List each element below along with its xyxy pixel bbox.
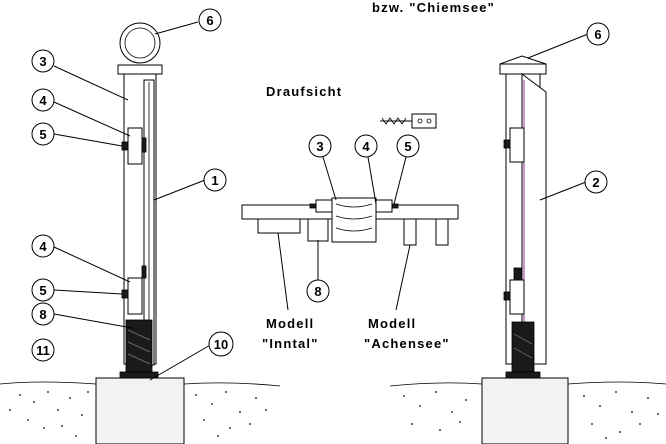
right-ground-line [389, 381, 666, 387]
callout-8-left: 8 [31, 302, 55, 326]
svg-text:8: 8 [39, 307, 46, 322]
pyramid-post-cap [499, 55, 547, 65]
top-view-mount-achensee [403, 218, 417, 246]
callout-4-mid: 4 [354, 134, 378, 158]
callout-11: 11 [31, 338, 55, 362]
svg-text:4: 4 [39, 239, 47, 254]
callout-6-left: 6 [198, 8, 222, 32]
callout-3-mid: 3 [308, 134, 332, 158]
label-modell-inntal-line2: "Inntal" [262, 336, 319, 351]
callout-5-mid: 5 [396, 134, 420, 158]
svg-text:6: 6 [206, 13, 213, 28]
callout-6-right: 6 [586, 22, 610, 46]
svg-text:2: 2 [592, 175, 599, 190]
left-foundation [95, 377, 185, 444]
svg-text:4: 4 [39, 93, 47, 108]
callout-2: 2 [584, 170, 608, 194]
callout-5-left-top: 5 [31, 122, 55, 146]
svg-text:5: 5 [39, 283, 46, 298]
left-post-assembly [95, 22, 185, 444]
right-post-assembly [481, 55, 569, 444]
left-ground-line [0, 381, 281, 387]
right-ground-dots [403, 391, 659, 439]
right-foundation [481, 377, 569, 444]
svg-text:11: 11 [36, 343, 50, 358]
svg-text:6: 6 [594, 27, 601, 42]
screw-icon [380, 113, 437, 129]
svg-text:1: 1 [211, 173, 218, 188]
left-lower-clamp [127, 277, 143, 315]
label-modell-achensee-line2: "Achensee" [364, 336, 450, 351]
svg-text:3: 3 [316, 139, 323, 154]
callout-5-left-bottom: 5 [31, 278, 55, 302]
right-glass-panel [521, 73, 547, 365]
callout-3-left: 3 [31, 49, 55, 73]
left-upper-clamp [127, 127, 143, 165]
svg-text:8: 8 [314, 284, 321, 299]
label-modell-achensee-line1: Modell [368, 316, 416, 331]
right-cap-plate [499, 63, 547, 75]
callout-4-left-bottom: 4 [31, 234, 55, 258]
svg-text:4: 4 [362, 139, 370, 154]
label-draufsicht: Draufsicht [266, 84, 342, 99]
callout-1: 1 [203, 168, 227, 192]
top-view-assembly [241, 113, 459, 246]
leader-lines [53, 21, 589, 381]
round-post-cap [119, 22, 161, 64]
label-chiemsee: bzw. "Chiemsee" [372, 0, 495, 15]
left-ground-dots [9, 391, 267, 437]
top-view-mount-inntal [257, 218, 301, 234]
callout-8-mid: 8 [306, 279, 330, 303]
callout-4-left-top: 4 [31, 88, 55, 112]
callout-10: 10 [208, 331, 234, 357]
svg-text:3: 3 [39, 54, 46, 69]
svg-text:5: 5 [404, 139, 411, 154]
left-cap-plate [117, 64, 163, 75]
label-modell-inntal-line1: Modell [266, 316, 314, 331]
svg-text:10: 10 [214, 337, 228, 352]
svg-text:5: 5 [39, 127, 46, 142]
